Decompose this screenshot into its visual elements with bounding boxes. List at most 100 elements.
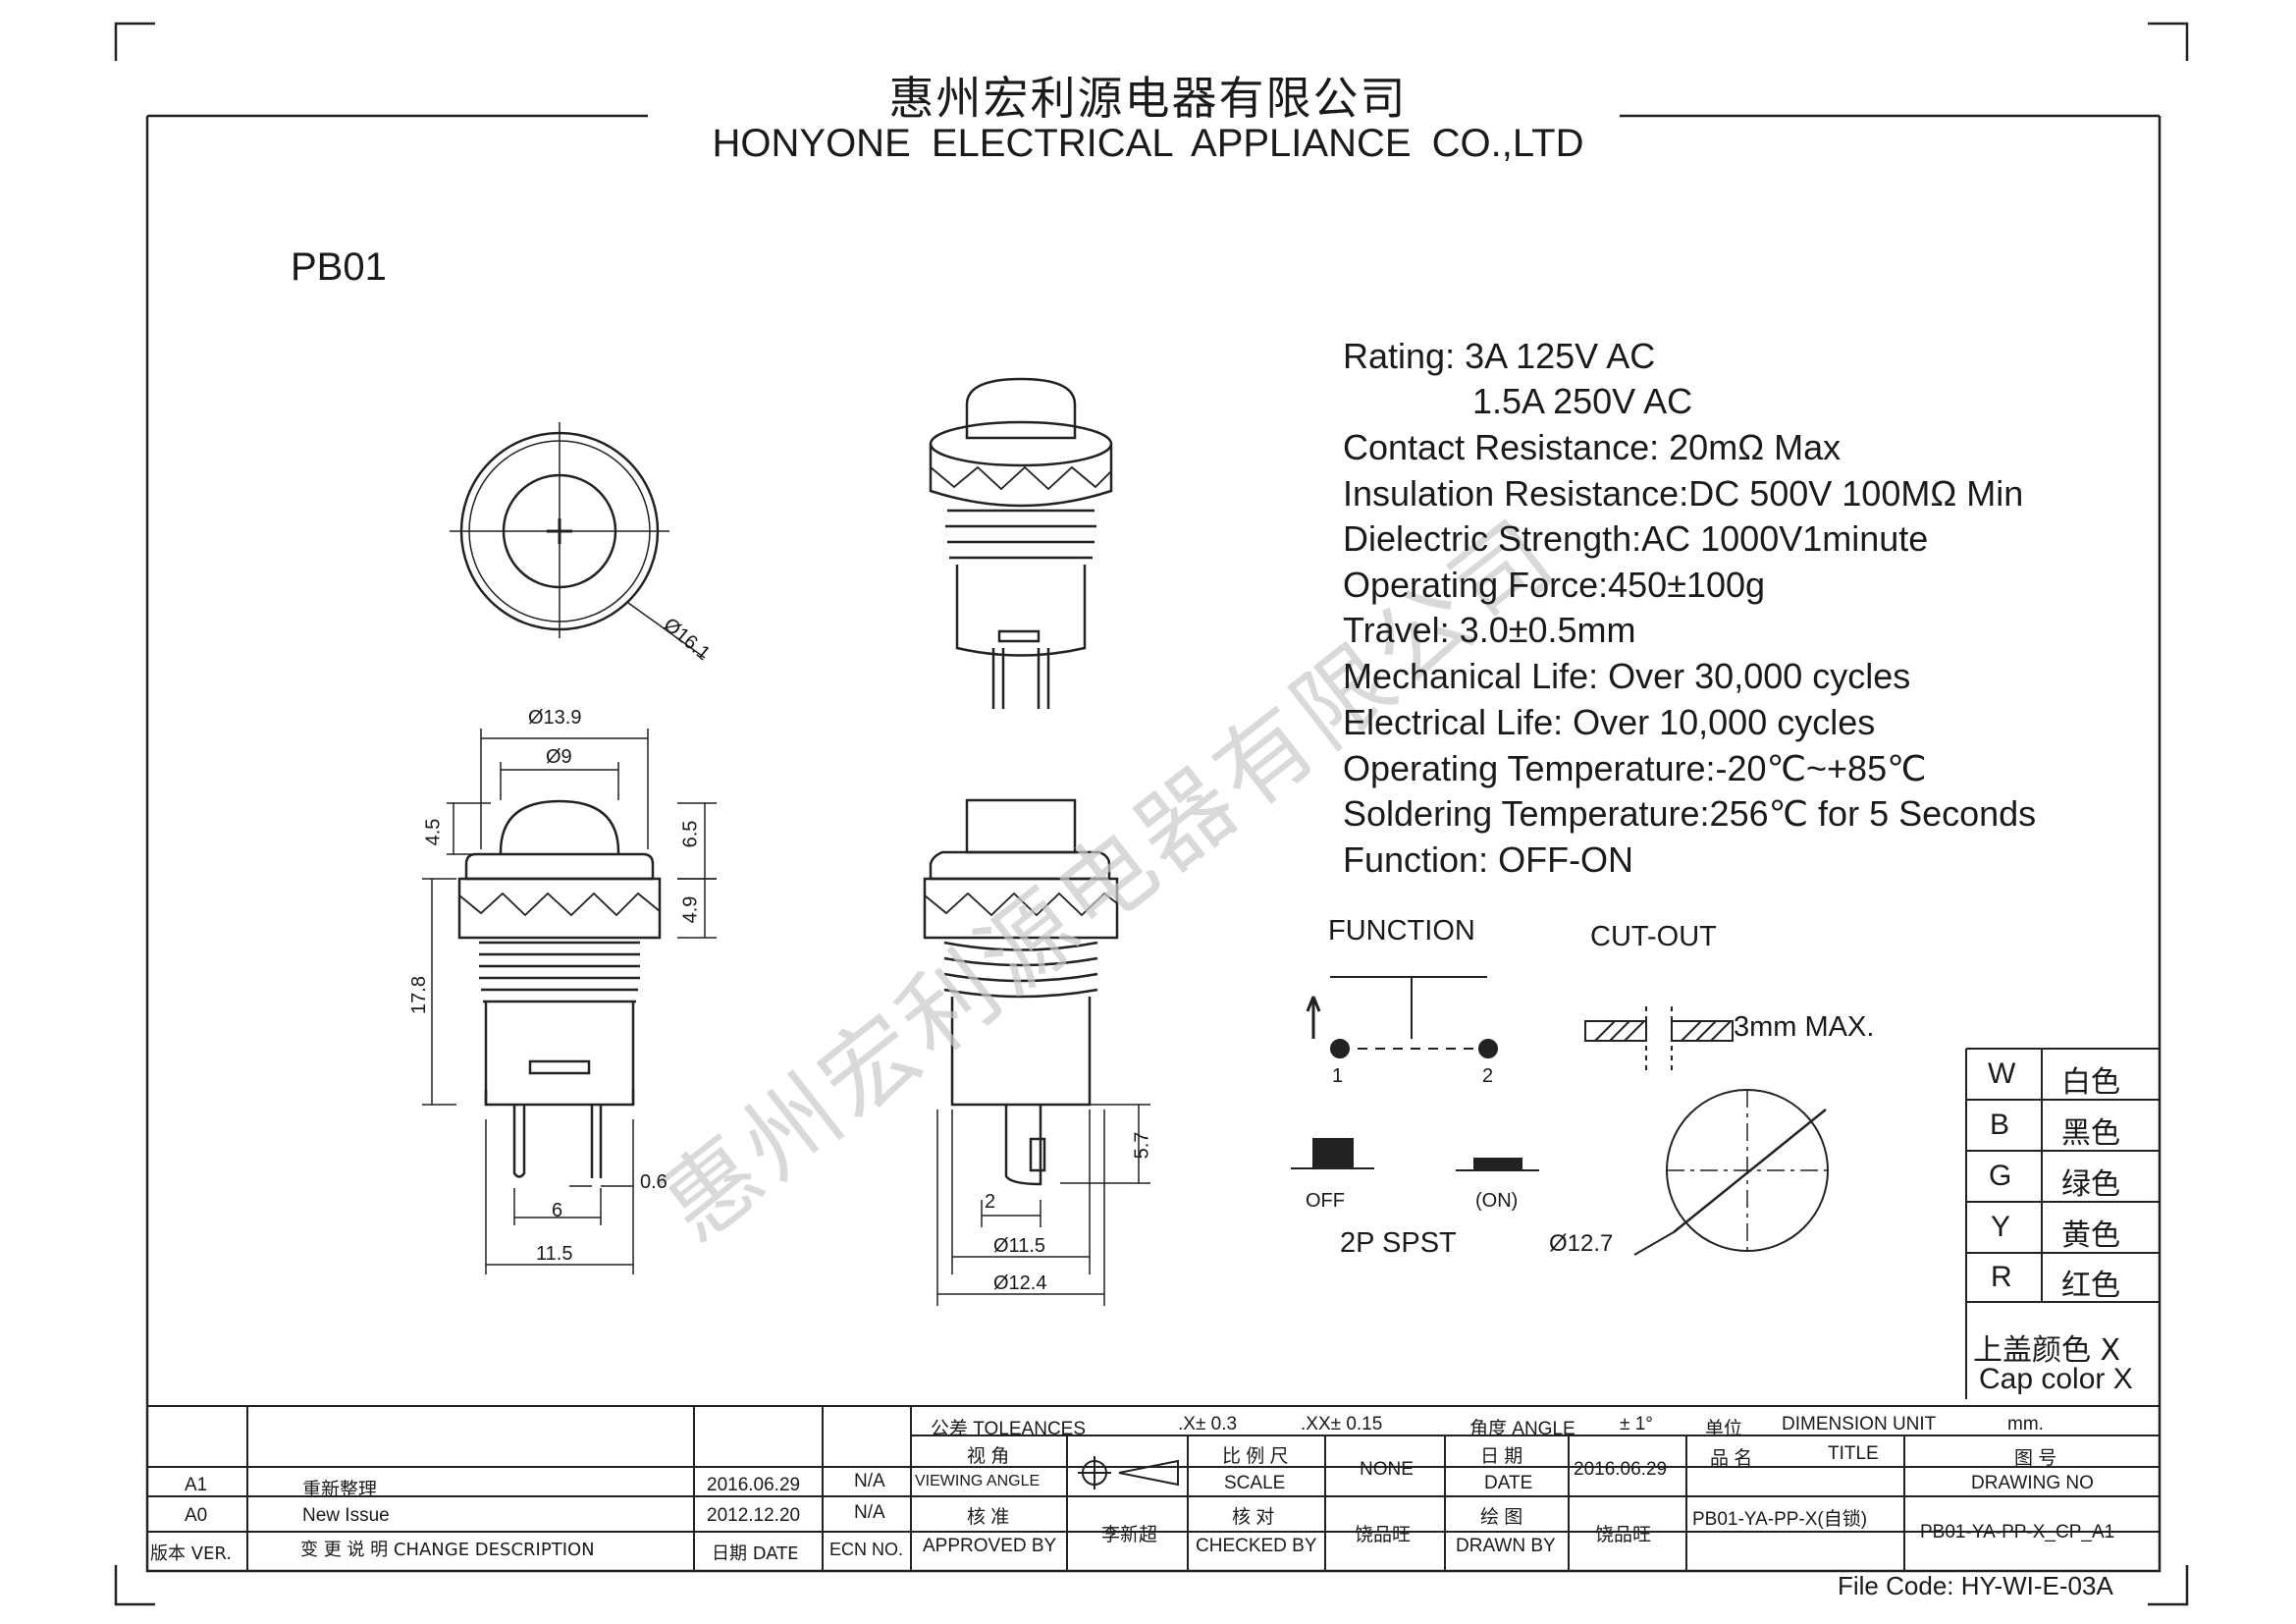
spec-function: Function: OFF-ON <box>1343 839 1634 880</box>
function-pin-1: 1 <box>1332 1065 1344 1087</box>
dim-h49: 4.9 <box>679 895 702 924</box>
spec-electrical-life: Electrical Life: Over 10,000 cycles <box>1343 702 1876 742</box>
cutout-max: 3mm MAX. <box>1734 1011 1875 1043</box>
tb-view-en: VIEWING ANGLE <box>915 1473 1041 1489</box>
side-view <box>923 798 1150 1306</box>
dim-w2: 2 <box>985 1191 996 1213</box>
tb-angle: 角度 ANGLE <box>1469 1419 1575 1439</box>
top-view <box>450 422 706 659</box>
tb-checked-cn: 核 对 <box>1232 1507 1275 1528</box>
tb-scale-en: SCALE <box>1224 1473 1286 1493</box>
color-name: 白色 <box>2061 1065 2120 1100</box>
tb-checked-name: 饶品旺 <box>1355 1525 1412 1545</box>
tb-drawn-name: 饶品旺 <box>1595 1525 1652 1545</box>
tb-drawn-cn: 绘 图 <box>1480 1507 1523 1528</box>
color-code: G <box>1989 1160 2012 1192</box>
rev-a1: A1 <box>185 1475 208 1495</box>
cutout-diagram <box>1584 1006 1829 1256</box>
dim-h57: 5.7 <box>1131 1131 1153 1160</box>
color-name: 黄色 <box>2061 1218 2120 1253</box>
tb-unit: 单位 <box>1705 1419 1743 1439</box>
rev-a1-desc: 重新整理 <box>302 1479 378 1500</box>
rev-a0: A0 <box>185 1505 208 1526</box>
spec-soldering-temperature: Soldering Temperature:256℃ for 5 Seconds <box>1343 793 2037 834</box>
dim-d127: Ø12.7 <box>1549 1230 1614 1257</box>
spec-travel: Travel: 3.0±0.5mm <box>1343 610 1636 650</box>
function-title: FUNCTION <box>1328 915 1475 947</box>
rev-header-ecn: ECN NO. <box>829 1540 904 1559</box>
rev-header-desc: 变 更 说 明 CHANGE DESCRIPTION <box>300 1540 595 1560</box>
spec-mechanical-life: Mechanical Life: Over 30,000 cycles <box>1343 656 1911 696</box>
tb-tolerances: 公差 TOLEANCES <box>931 1419 1087 1439</box>
tb-approved-en: APPROVED BY <box>923 1536 1057 1556</box>
tb-title-val: PB01-YA-PP-X(自锁) <box>1692 1509 1868 1530</box>
title-block-grid <box>147 1405 2160 1571</box>
cutout-title: CUT-OUT <box>1590 921 1717 952</box>
spec-insulation-resistance: Insulation Resistance:DC 500V 100MΩ Min <box>1343 473 2024 514</box>
tb-checked-en: CHECKED BY <box>1196 1536 1317 1556</box>
dim-d139: Ø13.9 <box>528 707 582 729</box>
dim-d124: Ø12.4 <box>993 1272 1047 1294</box>
function-off: OFF <box>1306 1190 1345 1212</box>
spec-rating: Rating: 3A 125V AC <box>1343 336 1656 376</box>
tb-title-cn: 品 名 <box>1710 1448 1753 1469</box>
spec-dielectric-strength: Dielectric Strength:AC 1000V1minute <box>1343 518 1929 559</box>
tb-view-cn: 视 角 <box>967 1446 1010 1467</box>
tb-tol-x: .X± 0.3 <box>1178 1414 1238 1435</box>
tb-dwg-en: DRAWING NO <box>1971 1473 2094 1493</box>
dim-w6: 6 <box>552 1200 563 1221</box>
dim-d9: Ø9 <box>546 746 572 768</box>
cap-color-en: Cap color X <box>1979 1363 2133 1395</box>
tb-approved-name: 李新超 <box>1101 1525 1158 1545</box>
spec-operating-force: Operating Force:450±100g <box>1343 565 1766 605</box>
color-name: 黑色 <box>2061 1116 2120 1151</box>
color-code: Y <box>1991 1211 2011 1243</box>
function-diagram <box>1291 976 1539 1171</box>
tb-dwg-cn: 图 号 <box>2014 1448 2057 1469</box>
function-type: 2P SPST <box>1340 1227 1457 1259</box>
dim-h178: 17.8 <box>407 976 430 1014</box>
color-code: B <box>1990 1109 2010 1141</box>
cap-color-cn: 上盖颜色 X <box>1973 1333 2121 1368</box>
front-view <box>422 729 717 1274</box>
tb-title-en: TITLE <box>1828 1443 1879 1464</box>
rev-a1-ecn: N/A <box>854 1471 885 1491</box>
tb-scale-val: NONE <box>1360 1459 1414 1480</box>
dim-w06: 0.6 <box>640 1171 667 1193</box>
file-code: File Code: HY-WI-E-03A <box>1838 1571 2113 1600</box>
model-number: PB01 <box>291 245 387 289</box>
function-pin-2: 2 <box>1482 1065 1494 1087</box>
dim-h65: 6.5 <box>679 820 702 848</box>
rev-a0-desc: New Issue <box>302 1505 390 1526</box>
rev-a0-date: 2012.12.20 <box>707 1505 801 1526</box>
tb-scale-cn: 比 例 尺 <box>1222 1446 1289 1467</box>
rev-a0-ecn: N/A <box>854 1502 885 1523</box>
tb-approved-cn: 核 准 <box>967 1507 1010 1528</box>
rev-a1-date: 2016.06.29 <box>707 1475 801 1495</box>
color-code: R <box>1991 1261 2012 1293</box>
tb-dwg-val: PB01-YA-PP-X_CP_A1 <box>1920 1522 2115 1543</box>
spec-operating-temperature: Operating Temperature:-20℃~+85℃ <box>1343 748 1927 788</box>
company-name-cn: 惠州宏利源电器有限公司 <box>888 72 1408 125</box>
iso-view <box>929 377 1113 709</box>
company-name-en: HONYONE ELECTRICAL APPLIANCE CO.,LTD <box>712 122 1584 165</box>
tb-unit-val: mm. <box>2007 1414 2044 1435</box>
tb-date-cn: 日 期 <box>1480 1446 1523 1467</box>
rev-header-date: 日期 DATE <box>712 1543 799 1564</box>
color-name: 红色 <box>2061 1269 2120 1303</box>
spec-contact-resistance: Contact Resistance: 20mΩ Max <box>1343 427 1842 467</box>
spec-rating-2: 1.5A 250V AC <box>1472 381 1693 421</box>
dim-w115: 11.5 <box>536 1243 573 1265</box>
tb-angle-val: ± 1° <box>1620 1414 1653 1435</box>
color-code: W <box>1988 1057 2016 1090</box>
dim-h45: 4.5 <box>422 818 445 846</box>
tb-drawn-en: DRAWN BY <box>1456 1536 1556 1556</box>
tb-date-en: DATE <box>1484 1473 1533 1493</box>
tb-tol-xx: .XX± 0.15 <box>1301 1414 1383 1435</box>
tb-unit-en: DIMENSION UNIT <box>1782 1414 1937 1435</box>
dim-d115b: Ø11.5 <box>993 1235 1045 1257</box>
rev-header-ver: 版本 VER. <box>150 1543 232 1564</box>
tb-date-val: 2016.06.29 <box>1574 1459 1668 1480</box>
color-table-grid <box>1965 1048 2160 1399</box>
